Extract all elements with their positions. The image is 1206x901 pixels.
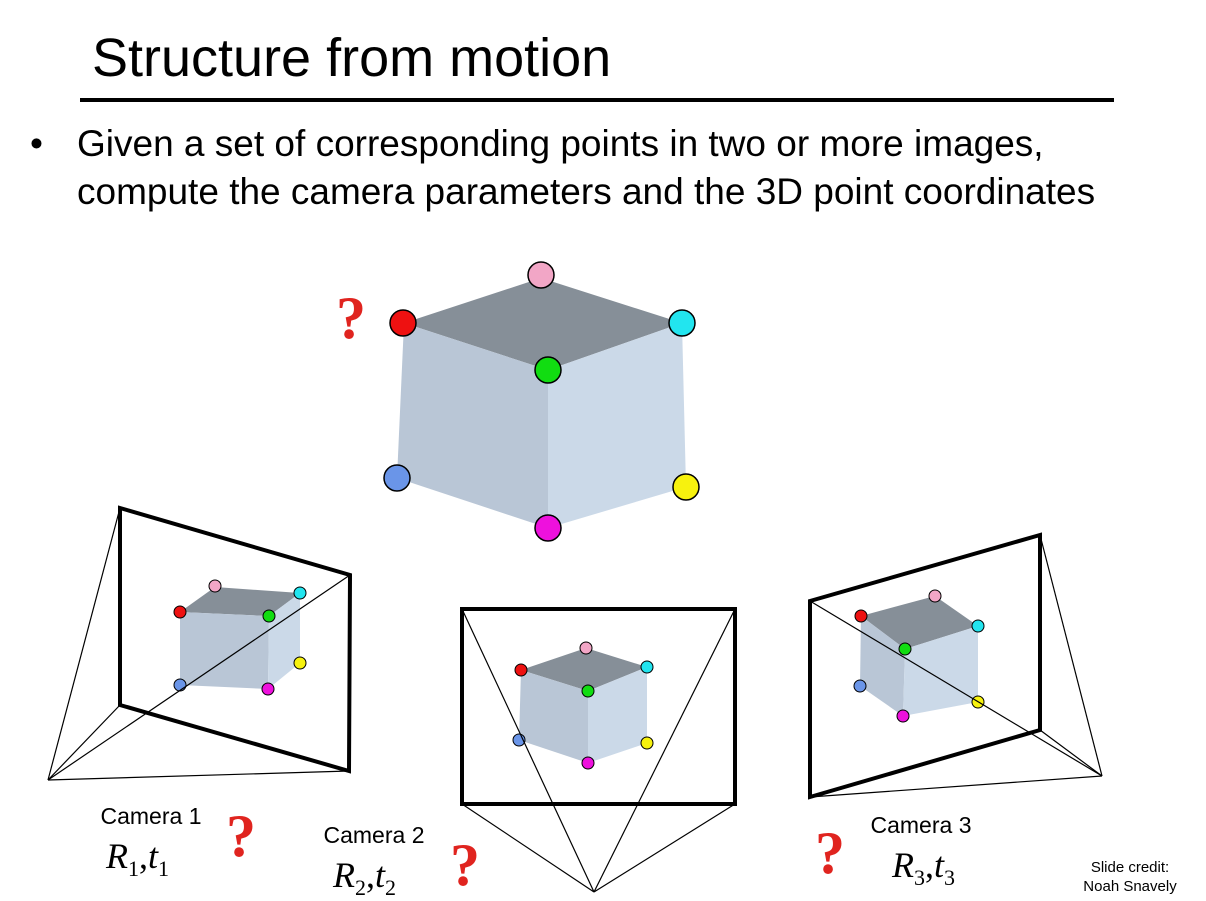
camera-1-cube (173, 579, 307, 696)
cam1-point-magenta (261, 682, 275, 696)
main-point-blue (383, 464, 411, 492)
cam1-point-green (262, 609, 276, 623)
camera-3-labels: Camera 3 R3,t3 ? (815, 812, 971, 890)
camera-2-frustum-rays (461, 608, 736, 893)
cam2-point-yellow (640, 736, 654, 750)
title-underline (80, 98, 1114, 102)
main-point-magenta (534, 514, 562, 542)
main-point-red (389, 309, 417, 337)
cam1-point-red (173, 605, 187, 619)
camera-3-question-mark: ? (815, 820, 845, 886)
main-point-cyan (668, 309, 696, 337)
cam2-point-magenta (581, 756, 595, 770)
camera-1-labels: Camera 1 R1,t1 ? (101, 803, 256, 881)
cam3-point-pink (928, 589, 942, 603)
camera-1-frustum-rays (47, 507, 351, 781)
camera-2-question-mark: ? (450, 832, 480, 898)
camera-2-label: Camera 2 (324, 822, 425, 848)
cam1-point-pink (208, 579, 222, 593)
camera-1 (47, 505, 353, 781)
credit-line-1: Slide credit: (1090, 859, 1170, 876)
camera-1-question-mark: ? (226, 803, 256, 869)
camera-2-labels: Camera 2 R2,t2 ? (324, 822, 480, 900)
cam2-point-red (514, 663, 528, 677)
main-cube-right-face (548, 323, 686, 528)
camera-3-frustum-rays (809, 534, 1103, 798)
bullet-symbol: • (30, 123, 43, 164)
cam3-point-magenta (896, 709, 910, 723)
cam3-point-red (854, 609, 868, 623)
cam2-point-cyan (640, 660, 654, 674)
structure-question-mark: ? (336, 285, 366, 351)
cam3-point-cyan (971, 619, 985, 633)
main-cube-top-face (404, 278, 682, 370)
main-point-pink (527, 261, 555, 289)
camera-1-label: Camera 1 (101, 803, 202, 829)
camera-3-params: R3,t3 (891, 845, 955, 890)
bullet-text: Given a set of corresponding points in t… (77, 123, 1096, 212)
cam2-point-green (581, 684, 595, 698)
credit-line-2: Noah Snavely (1083, 878, 1177, 895)
main-cube-left-face (397, 323, 548, 528)
camera-2 (460, 607, 737, 893)
slide-credit: Slide credit: Noah Snavely (1060, 858, 1200, 896)
cam1-point-yellow (293, 656, 307, 670)
slide-title: Structure from motion (92, 28, 612, 88)
main-cube (383, 261, 700, 542)
cam1-point-blue (173, 678, 187, 692)
camera-2-cube (512, 641, 654, 770)
cam3-point-blue (853, 679, 867, 693)
camera-2-image-plane (460, 607, 737, 806)
cam2-point-pink (579, 641, 593, 655)
main-point-green (534, 356, 562, 384)
camera-3-label: Camera 3 (871, 812, 972, 838)
cam1-point-cyan (293, 586, 307, 600)
camera-2-params: R2,t2 (332, 855, 396, 900)
cam3-point-green (898, 642, 912, 656)
camera-3 (808, 532, 1103, 800)
camera-3-cube (853, 589, 985, 723)
main-point-yellow (672, 473, 700, 501)
camera-1-params: R1,t1 (105, 836, 169, 881)
